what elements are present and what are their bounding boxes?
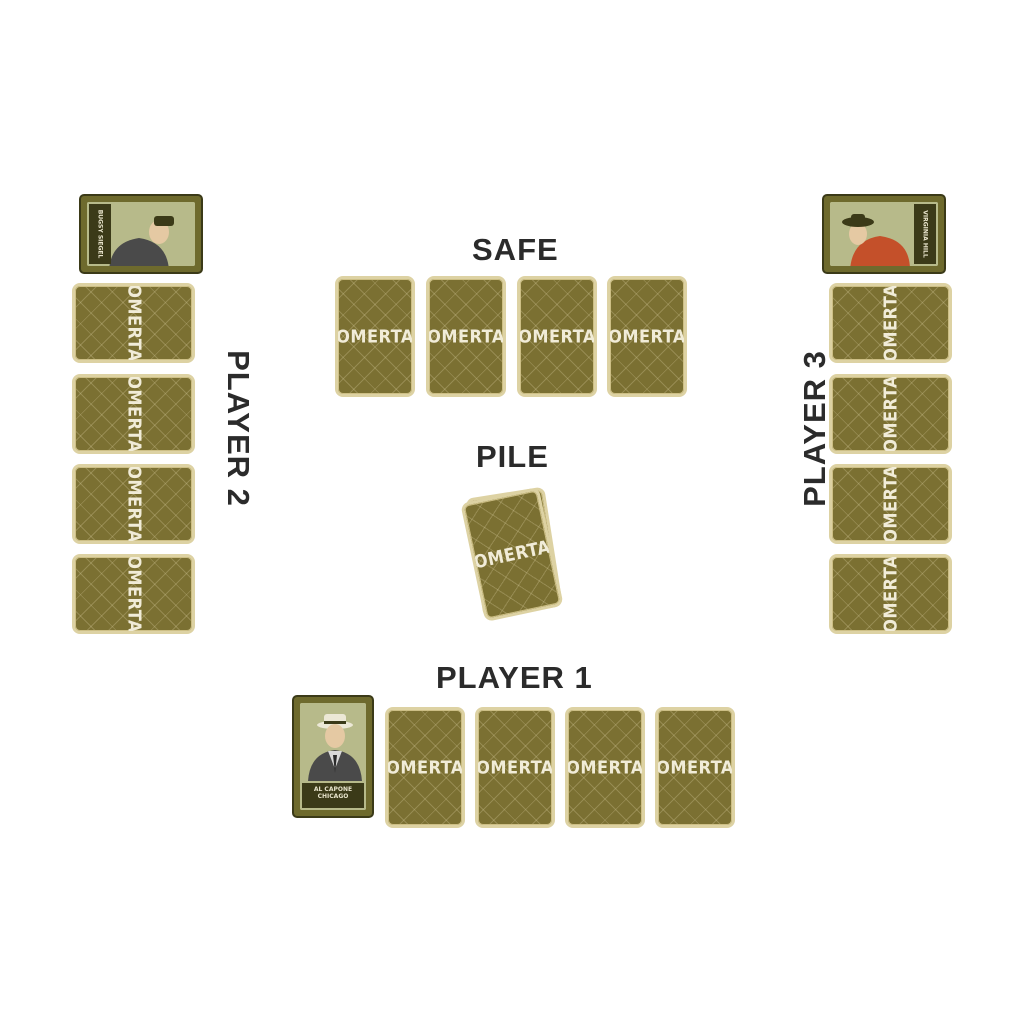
player2-card-4[interactable]: OMERTA <box>72 554 195 634</box>
card-back-text: OMERTA <box>123 555 144 633</box>
player1-card-4[interactable]: OMERTA <box>655 707 735 828</box>
character-nameplate: VIRGINIA HILL <box>914 204 936 264</box>
pile-label: PILE <box>476 439 549 474</box>
card-back-text: OMERTA <box>123 284 144 362</box>
card-back-text: OMERTA <box>336 326 414 347</box>
card-back-text: OMERTA <box>880 284 901 362</box>
card-back-text: OMERTA <box>386 757 464 778</box>
player3-character-card[interactable]: VIRGINIA HILL <box>822 194 946 274</box>
character-name: AL CAPONE <box>313 786 353 793</box>
character-name: BUGSY SIEGEL <box>96 209 104 259</box>
safe-card-2[interactable]: OMERTA <box>426 276 506 397</box>
character-city: CHICAGO <box>317 793 349 801</box>
card-back-text: OMERTA <box>880 375 901 453</box>
safe-card-1[interactable]: OMERTA <box>335 276 415 397</box>
card-back-text: OMERTA <box>656 757 734 778</box>
player3-card-3[interactable]: OMERTA <box>829 464 952 544</box>
player3-card-1[interactable]: OMERTA <box>829 283 952 363</box>
safe-label: SAFE <box>472 232 559 267</box>
character-nameplate: AL CAPONE CHICAGO <box>302 783 364 808</box>
player1-card-3[interactable]: OMERTA <box>565 707 645 828</box>
card-back-text: OMERTA <box>608 326 686 347</box>
character-portrait <box>300 703 366 810</box>
safe-card-3[interactable]: OMERTA <box>517 276 597 397</box>
card-back-text: OMERTA <box>518 326 596 347</box>
character-name: VIRGINIA HILL <box>921 210 929 258</box>
character-nameplate: BUGSY SIEGEL <box>89 204 111 264</box>
player1-label: PLAYER 1 <box>436 660 593 695</box>
player2-card-2[interactable]: OMERTA <box>72 374 195 454</box>
card-back-text: OMERTA <box>471 536 553 573</box>
card-back-text: OMERTA <box>880 555 901 633</box>
player1-card-1[interactable]: OMERTA <box>385 707 465 828</box>
player1-card-2[interactable]: OMERTA <box>475 707 555 828</box>
card-back-text: OMERTA <box>427 326 505 347</box>
player3-card-4[interactable]: OMERTA <box>829 554 952 634</box>
player2-card-3[interactable]: OMERTA <box>72 464 195 544</box>
card-back-text: OMERTA <box>476 757 554 778</box>
card-back-text: OMERTA <box>123 375 144 453</box>
player1-character-card[interactable]: AL CAPONE CHICAGO <box>292 695 374 818</box>
card-back-text: OMERTA <box>123 465 144 543</box>
safe-card-4[interactable]: OMERTA <box>607 276 687 397</box>
card-back-text: OMERTA <box>880 465 901 543</box>
player2-label: PLAYER 2 <box>220 350 256 507</box>
card-back-text: OMERTA <box>566 757 644 778</box>
player3-card-2[interactable]: OMERTA <box>829 374 952 454</box>
pile-card-top[interactable]: OMERTA <box>460 487 564 622</box>
gangster-icon <box>300 703 366 810</box>
player2-character-card[interactable]: BUGSY SIEGEL <box>79 194 203 274</box>
player2-card-1[interactable]: OMERTA <box>72 283 195 363</box>
player3-label: PLAYER 3 <box>796 350 832 507</box>
